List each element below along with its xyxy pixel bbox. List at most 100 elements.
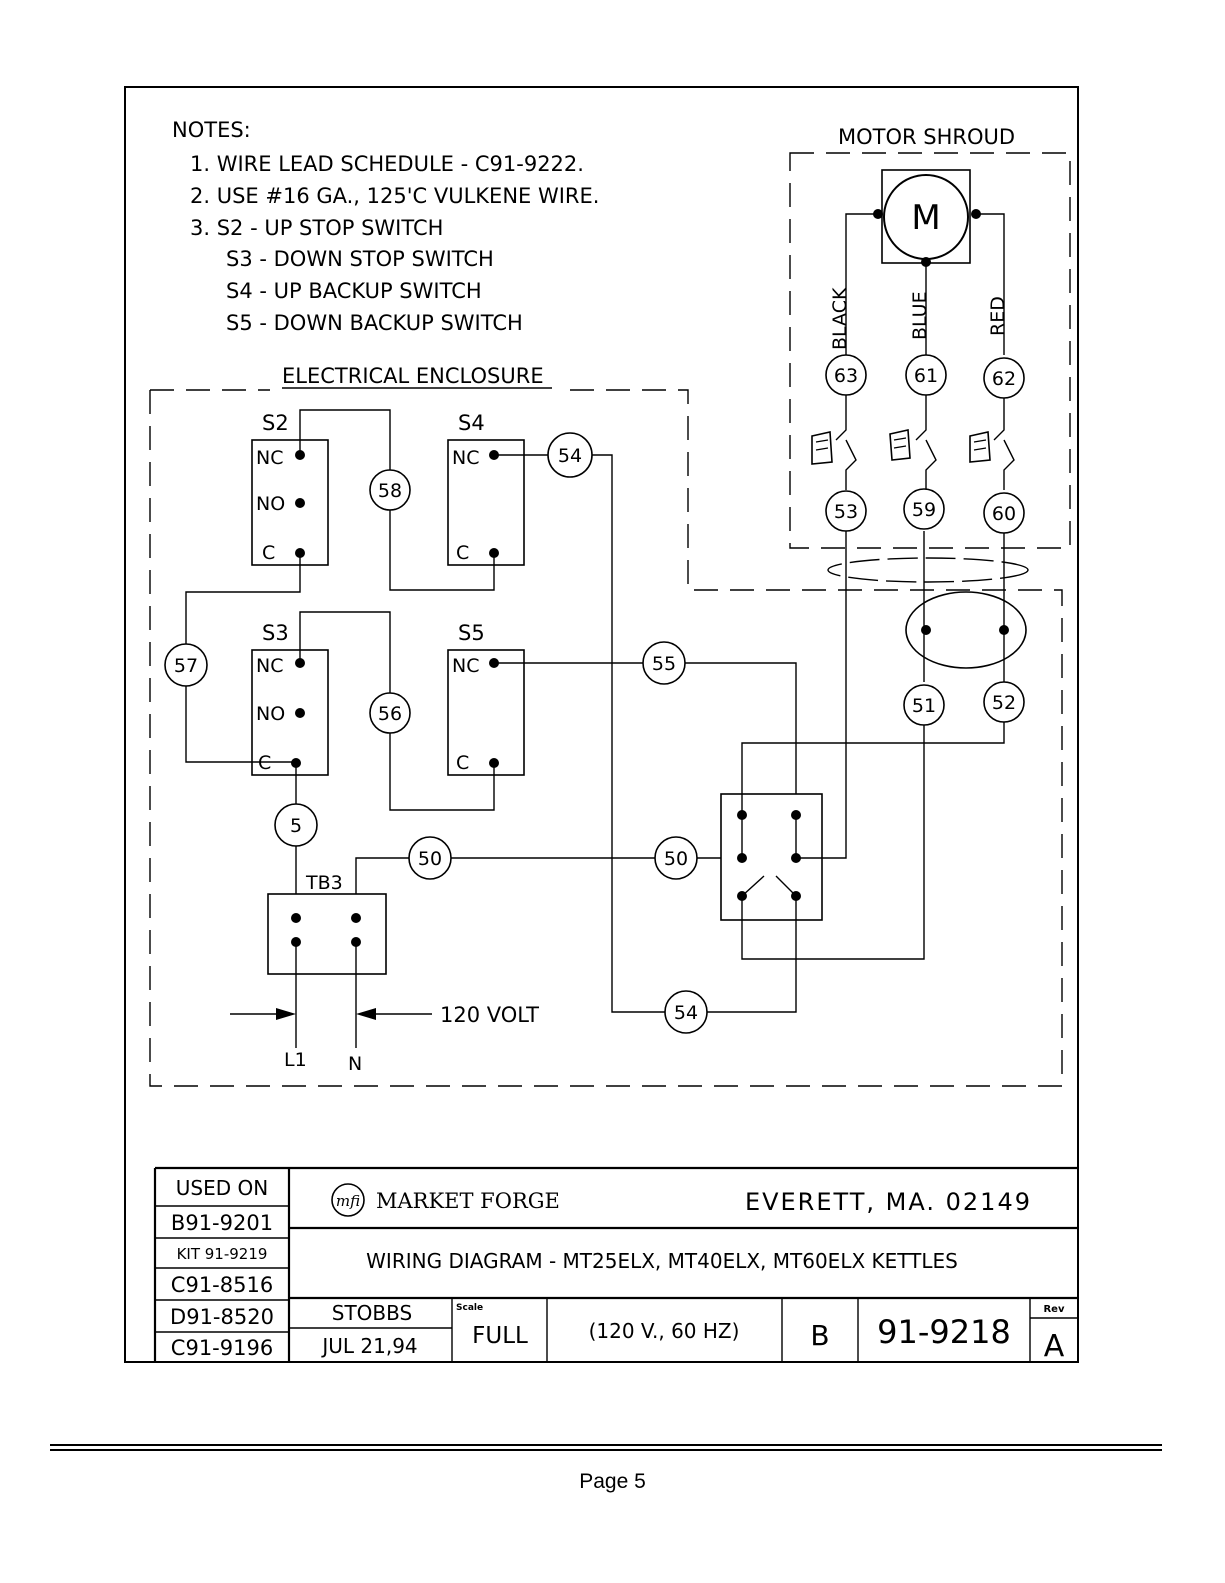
s5-label: S5 [458, 621, 485, 645]
wire-59: 59 [903, 488, 945, 530]
rev-value: A [1044, 1329, 1065, 1364]
switch-s4: S4 NC C [447, 411, 525, 566]
svg-text:C: C [456, 752, 469, 774]
connector-icon [969, 431, 991, 463]
note-3-s4: S4 - UP BACKUP SWITCH [226, 279, 482, 303]
connector-icon [811, 431, 833, 465]
drawing-date: JUL 21,94 [320, 1334, 417, 1358]
market-forge-logo: mfi [331, 1183, 365, 1217]
wire-50-right: 50 [654, 836, 698, 880]
svg-text:mfi: mfi [336, 1192, 360, 1210]
scale-label: Scale [456, 1303, 483, 1313]
svg-text:57: 57 [174, 655, 198, 677]
svg-text:63: 63 [834, 365, 858, 387]
s3-label: S3 [262, 621, 289, 645]
electrical-spec: (120 V., 60 HZ) [589, 1319, 740, 1343]
wire-color-blue: BLUE [909, 291, 931, 340]
motor-label: M [911, 198, 940, 238]
scale-value: FULL [472, 1323, 528, 1349]
switch-s5: S5 NC C [447, 621, 525, 776]
notes-block: NOTES: 1. WIRE LEAD SCHEDULE - C91-9222.… [172, 118, 599, 335]
used-on-item: C91-9196 [171, 1336, 273, 1360]
wire-54-upper: 54 [547, 432, 593, 478]
drawn-by: STOBBS [332, 1301, 412, 1325]
page-number: Page 5 [579, 1470, 646, 1493]
note-3-s3: S3 - DOWN STOP SWITCH [226, 247, 494, 271]
svg-text:5: 5 [290, 815, 302, 837]
company-name: MARKET FORGE [376, 1189, 560, 1213]
svg-text:54: 54 [674, 1002, 698, 1024]
wire-5: 5 [274, 803, 318, 847]
svg-text:60: 60 [992, 503, 1016, 525]
svg-text:62: 62 [992, 368, 1016, 390]
rev-label: Rev [1043, 1304, 1064, 1315]
used-on-item: D91-8520 [170, 1305, 274, 1329]
company-location: EVERETT, MA. 02149 [745, 1188, 1032, 1216]
used-on-item: C91-8516 [171, 1273, 273, 1297]
used-on-label: USED ON [176, 1176, 268, 1200]
footer-rule [50, 1444, 1162, 1446]
note-3: 3. S2 - UP STOP SWITCH [190, 216, 443, 240]
wire-50-left: 50 [408, 836, 452, 880]
svg-text:56: 56 [378, 703, 402, 725]
svg-text:55: 55 [652, 653, 676, 675]
voltage-label: 120 VOLT [440, 1003, 539, 1027]
svg-text:53: 53 [834, 501, 858, 523]
drawing-number: 91-9218 [877, 1313, 1011, 1351]
svg-text:51: 51 [912, 695, 936, 717]
s4-label: S4 [458, 411, 485, 435]
s2-label: S2 [262, 411, 289, 435]
wire-54-lower: 54 [664, 990, 708, 1034]
svg-text:50: 50 [418, 848, 442, 870]
switch-s2: S2 NC NO C [251, 411, 329, 566]
svg-text:NC: NC [256, 447, 283, 469]
sheet-size: B [810, 1319, 829, 1352]
note-2: 2. USE #16 GA., 125'C VULKENE WIRE. [190, 184, 599, 208]
wire-color-red: RED [987, 296, 1009, 336]
svg-text:NC: NC [452, 447, 479, 469]
notes-heading: NOTES: [172, 118, 251, 142]
wire-63: 63 [825, 354, 867, 396]
wire-55: 55 [642, 641, 686, 685]
title-block: USED ON B91-9201 KIT 91-9219 C91-8516 D9… [153, 1166, 1078, 1364]
wire-51: 51 [903, 684, 945, 726]
svg-text:50: 50 [664, 848, 688, 870]
svg-text:52: 52 [992, 692, 1016, 714]
enclosure-label: ELECTRICAL ENCLOSURE [282, 364, 544, 388]
wire-58: 58 [369, 469, 411, 511]
drawing-title: WIRING DIAGRAM - MT25ELX, MT40ELX, MT60E… [366, 1249, 958, 1273]
svg-text:C: C [456, 542, 469, 564]
wire-61: 61 [905, 354, 947, 396]
neutral-label: N [348, 1053, 362, 1075]
switch-s3: S3 NC NO C [251, 621, 329, 776]
terminal-block-tb3: TB3 120 VOLT L1 N [230, 872, 539, 1075]
svg-text:NO: NO [256, 703, 285, 725]
svg-text:C: C [262, 542, 275, 564]
note-3-s5: S5 - DOWN BACKUP SWITCH [226, 311, 523, 335]
drawing-border [124, 86, 1079, 1363]
wire-52: 52 [983, 681, 1025, 723]
wire-56: 56 [369, 692, 411, 734]
line-l1-label: L1 [284, 1049, 307, 1071]
tb3-label: TB3 [305, 872, 343, 894]
connector-icon [889, 429, 911, 461]
motor-shroud: MOTOR SHROUD M BLACK BLUE RED 63 61 62 [789, 125, 1071, 549]
used-on-item: KIT 91-9219 [177, 1245, 268, 1263]
svg-text:C: C [258, 752, 271, 774]
electrical-enclosure: ELECTRICAL ENCLOSURE [149, 364, 1063, 1087]
enclosure-wiring [185, 409, 1005, 1013]
wire-62: 62 [983, 357, 1025, 399]
wire-57: 57 [164, 643, 208, 687]
svg-text:59: 59 [912, 499, 936, 521]
footer-rule [50, 1449, 1162, 1451]
svg-text:58: 58 [378, 480, 402, 502]
wire-53: 53 [825, 490, 867, 532]
wire-60: 60 [983, 492, 1025, 534]
svg-text:NC: NC [256, 655, 283, 677]
used-on-item: B91-9201 [171, 1211, 273, 1235]
wire-color-black: BLACK [829, 287, 851, 350]
svg-text:61: 61 [914, 365, 938, 387]
note-1: 1. WIRE LEAD SCHEDULE - C91-9222. [190, 152, 584, 176]
svg-text:NC: NC [452, 655, 479, 677]
